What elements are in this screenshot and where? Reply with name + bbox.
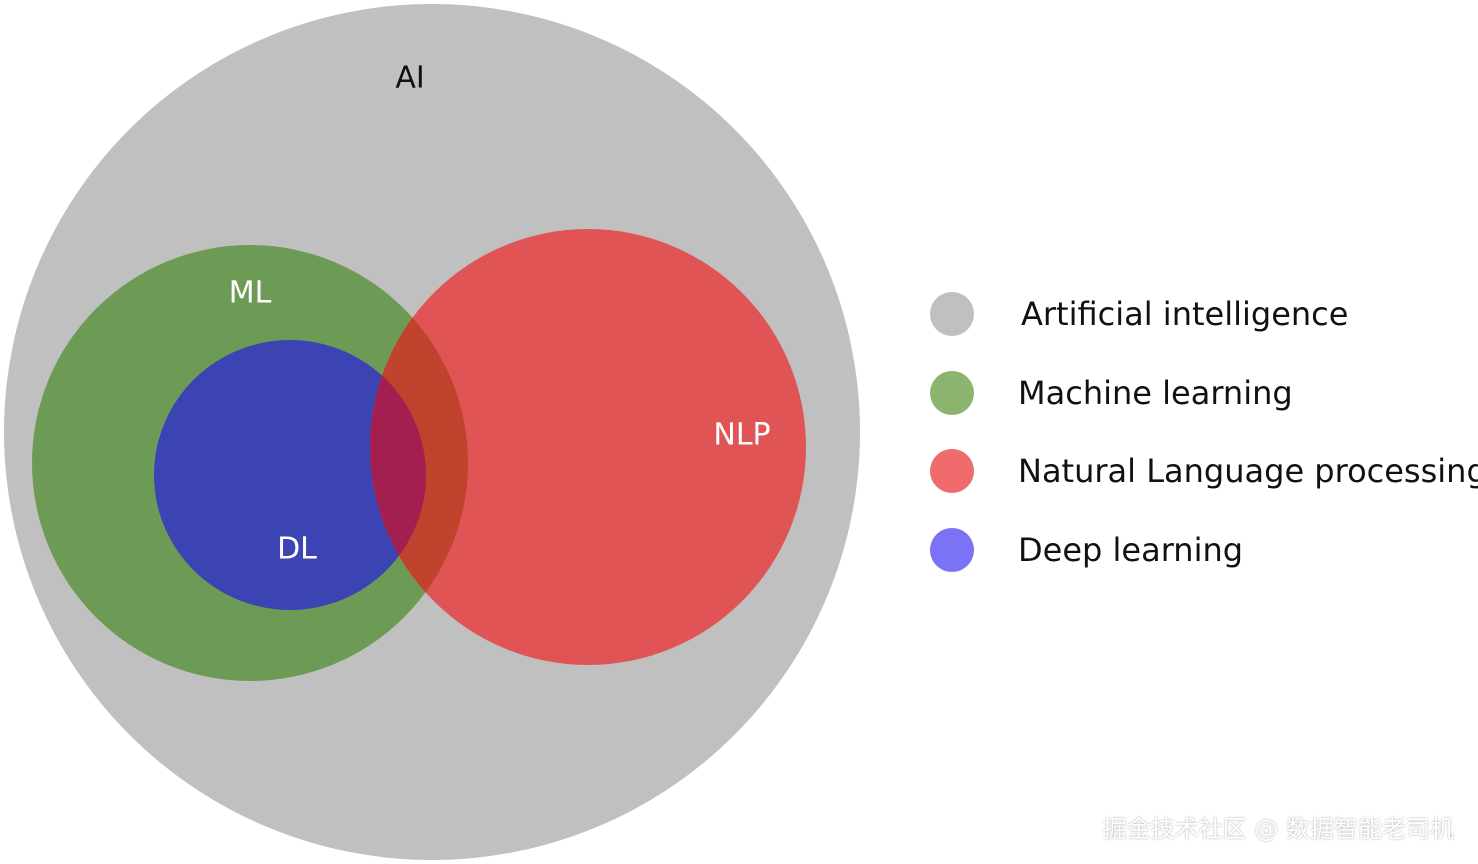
dl-circle	[154, 340, 426, 610]
legend-label-ai: Artificial intelligence	[1021, 295, 1349, 333]
ml-swatch-icon	[930, 371, 974, 415]
legend-label-dl: Deep learning	[1018, 531, 1244, 569]
ml-label: ML	[229, 276, 272, 311]
watermark: 掘金技术社区 @ 数据智能老司机	[1102, 815, 1454, 843]
legend-item-ai: Artificial intelligence	[930, 292, 1478, 336]
ai-swatch-icon	[930, 292, 974, 336]
legend-label-ml: Machine learning	[1018, 374, 1293, 412]
nlp-circle	[370, 229, 806, 665]
dl-label: DL	[277, 532, 317, 567]
legend-item-dl: Deep learning	[930, 528, 1478, 572]
nlp-swatch-icon	[930, 449, 974, 493]
legend-label-nlp: Natural Language processing	[1018, 452, 1478, 490]
nlp-label: NLP	[713, 418, 770, 453]
legend-item-nlp: Natural Language processing	[930, 449, 1478, 493]
ai-label: AI	[395, 61, 424, 96]
dl-swatch-icon	[930, 528, 974, 572]
legend-item-ml: Machine learning	[930, 371, 1478, 415]
